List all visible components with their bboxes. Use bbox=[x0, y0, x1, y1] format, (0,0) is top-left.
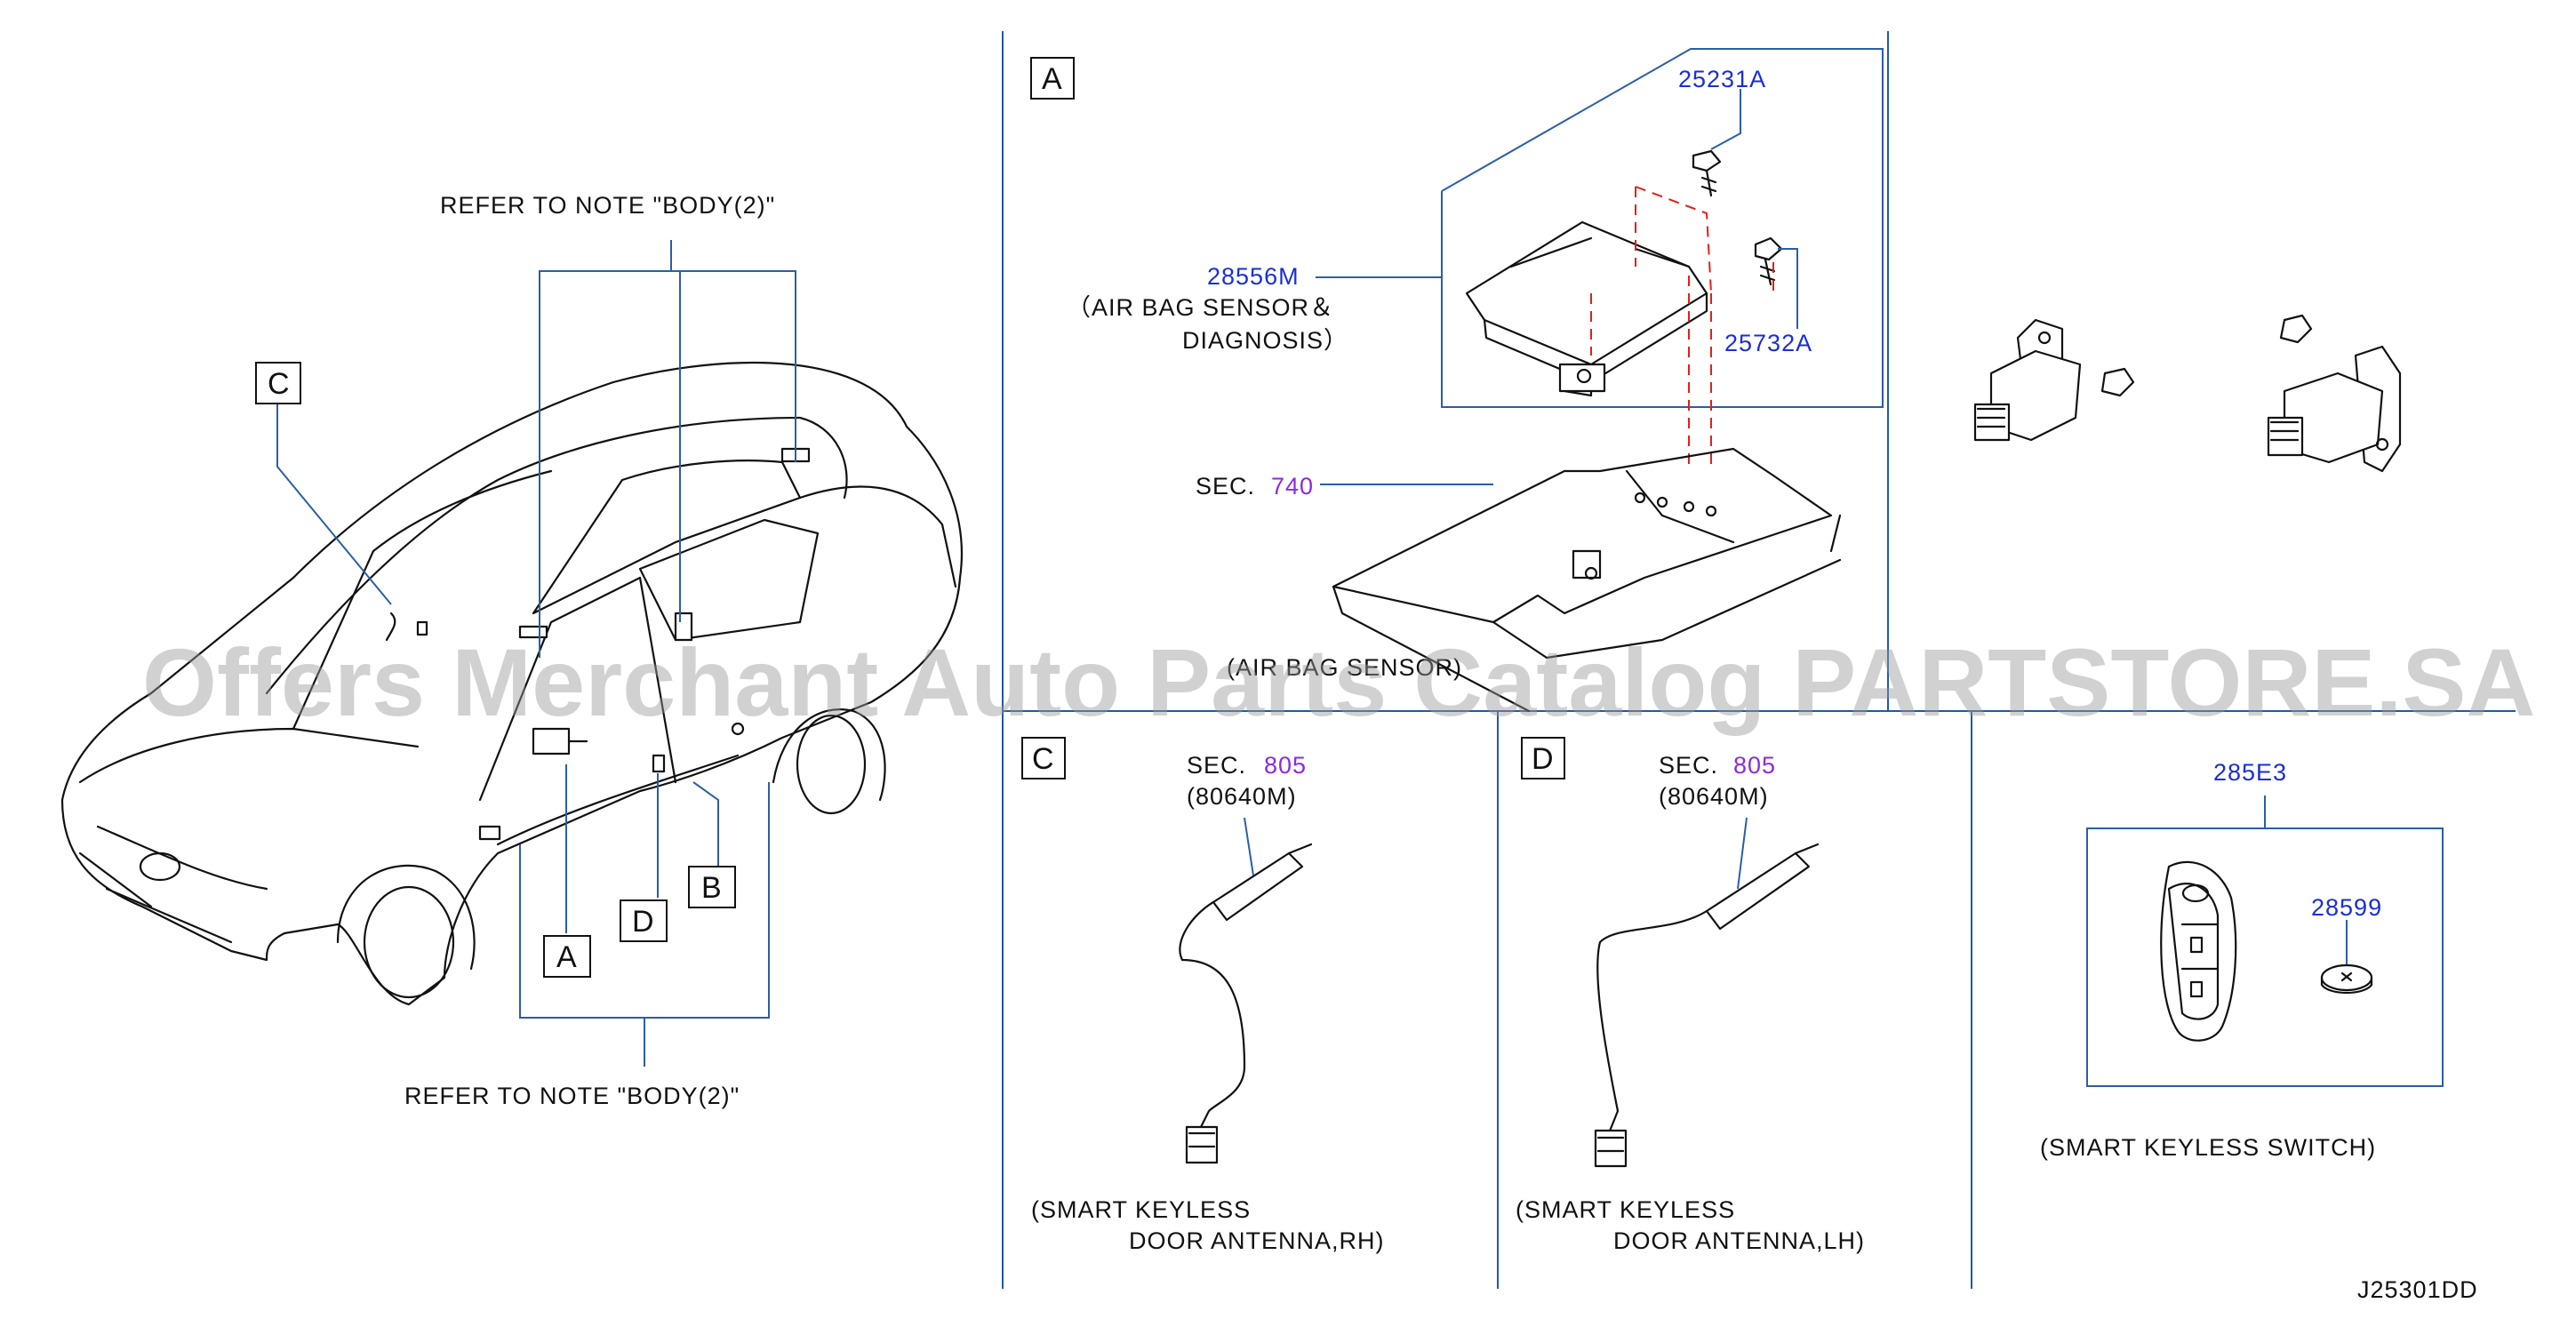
bolt-25732a bbox=[1754, 236, 1783, 286]
overview-leaders bbox=[276, 240, 796, 1067]
module-name-line-1: （AIR BAG SENSOR＆ bbox=[1067, 294, 1334, 321]
key-fob bbox=[2160, 860, 2237, 1042]
part-25231a[interactable]: 25231A bbox=[1678, 66, 1766, 92]
panel-c-sub-number: (80640M) bbox=[1187, 783, 1297, 810]
coin-battery bbox=[2320, 963, 2373, 994]
panel-a: A bbox=[1030, 48, 1884, 713]
callout-c[interactable]: C bbox=[255, 362, 301, 404]
panel-key bbox=[2086, 795, 2444, 1087]
diagram-code: J25301DD bbox=[2357, 1276, 2478, 1303]
module-name-line-2: DIAGNOSIS） bbox=[1182, 327, 1348, 354]
sec-740-number[interactable]: 740 bbox=[1271, 473, 1314, 500]
callout-b[interactable]: B bbox=[688, 866, 736, 908]
panel-key-caption: (SMART KEYLESS SWITCH) bbox=[2040, 1134, 2376, 1161]
panel-c: C bbox=[1021, 737, 1313, 1164]
panel-d-caption-1: (SMART KEYLESS bbox=[1516, 1196, 1735, 1223]
panel-c-caption-1: (SMART KEYLESS bbox=[1031, 1196, 1251, 1223]
panel-d-sec-number[interactable]: 805 bbox=[1733, 752, 1776, 779]
part-285e3[interactable]: 285E3 bbox=[2213, 759, 2287, 786]
svg-text:A: A bbox=[556, 940, 577, 974]
part-28556m[interactable]: 28556M bbox=[1207, 263, 1300, 290]
note-bottom: REFER TO NOTE "BODY(2)" bbox=[404, 1083, 740, 1109]
panel-dividers bbox=[1002, 31, 2516, 1289]
svg-text:B: B bbox=[701, 871, 722, 905]
watermark: Offers Merchant Auto Parts Catalog PARTS… bbox=[142, 628, 2535, 736]
side-sensor-left bbox=[1973, 318, 2135, 442]
panel-c-caption-2: DOOR ANTENNA,RH) bbox=[1129, 1227, 1385, 1254]
svg-text:C: C bbox=[268, 367, 290, 401]
panel-a-caption: (AIR BAG SENSOR) bbox=[1227, 654, 1462, 681]
svg-text:D: D bbox=[1532, 742, 1554, 776]
panel-d-sec-label: SEC. bbox=[1659, 752, 1718, 779]
panel-d-sub-number: (80640M) bbox=[1659, 783, 1769, 810]
callout-a[interactable]: A bbox=[543, 935, 591, 978]
svg-text:A: A bbox=[1042, 62, 1062, 96]
panel-a-tag[interactable]: A bbox=[1030, 57, 1075, 100]
part-28599[interactable]: 28599 bbox=[2311, 894, 2382, 921]
panel-c-sec-number[interactable]: 805 bbox=[1264, 752, 1307, 779]
callout-d[interactable]: D bbox=[620, 899, 668, 942]
panel-d-tag[interactable]: D bbox=[1521, 737, 1565, 779]
panel-c-sec-label: SEC. bbox=[1187, 752, 1246, 779]
sec-740-label: SEC. bbox=[1196, 473, 1255, 500]
panel-c-tag[interactable]: C bbox=[1021, 737, 1066, 779]
car-overview bbox=[60, 361, 964, 1006]
svg-text:D: D bbox=[632, 905, 654, 939]
svg-text:C: C bbox=[1032, 742, 1054, 776]
side-sensor-right bbox=[2267, 314, 2402, 473]
panel-d: D bbox=[1521, 737, 1820, 1168]
note-top: REFER TO NOTE "BODY(2)" bbox=[440, 192, 775, 219]
panel-d-caption-2: DOOR ANTENNA,LH) bbox=[1613, 1227, 1865, 1254]
bolt-25231a bbox=[1692, 149, 1722, 197]
part-25732a[interactable]: 25732A bbox=[1724, 330, 1812, 356]
